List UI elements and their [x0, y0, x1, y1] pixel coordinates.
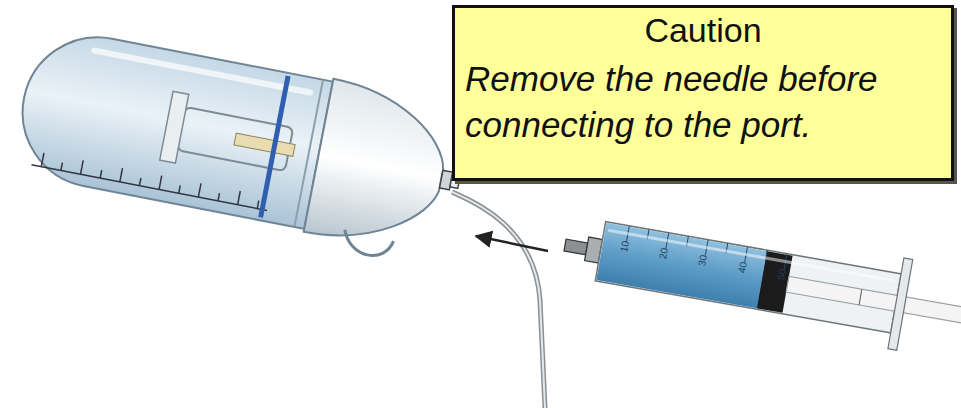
tube [452, 192, 545, 408]
scale-number: 10 [618, 240, 631, 253]
reservoir-bottle [7, 21, 474, 269]
syringe [557, 200, 961, 365]
caution-heading: Caution [455, 8, 951, 50]
scale-number: 20 [657, 247, 670, 260]
caution-note: Remove the needle before connecting to t… [455, 50, 951, 148]
scale-number: 40 [736, 261, 749, 274]
insert-arrow [476, 236, 548, 251]
tube-highlight [452, 192, 545, 408]
scale-number: 50 [775, 268, 788, 281]
caution-box: CautionRemove the needle before connecti… [452, 5, 954, 181]
